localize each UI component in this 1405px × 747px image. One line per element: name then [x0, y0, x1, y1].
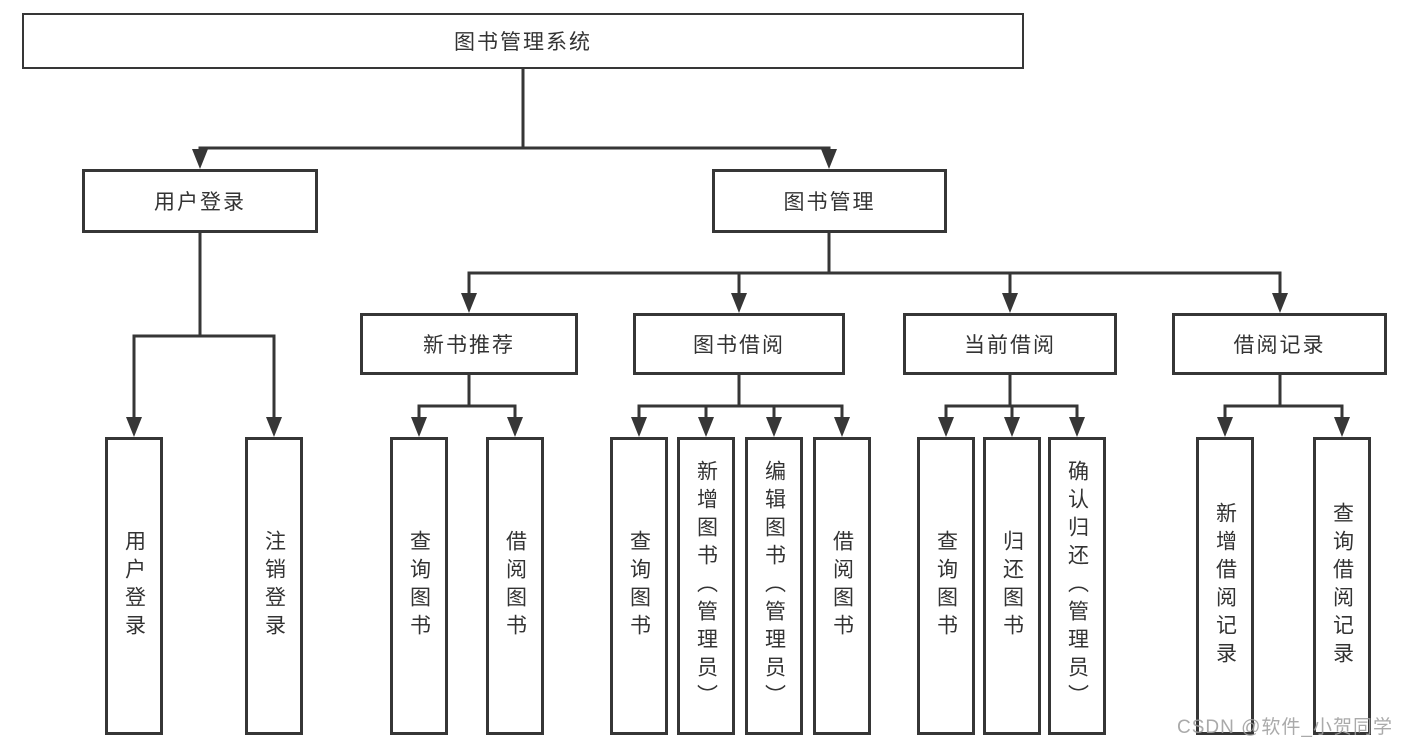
node-label: 查询借阅记录 — [1330, 502, 1354, 670]
connector-borrow-records-children — [1217, 375, 1350, 437]
node-label: 归还图书 — [1000, 530, 1024, 642]
node-label: 图书管理系统 — [454, 31, 592, 54]
node-leaf-query-borrow-record: 查询借阅记录 — [1313, 437, 1371, 735]
connector-user-login-children — [126, 233, 282, 437]
node-leaf-add-borrow-record: 新增借阅记录 — [1196, 437, 1254, 735]
node-leaf-query-books-2: 查询图书 — [610, 437, 668, 735]
node-leaf-query-books-1: 查询图书 — [390, 437, 448, 735]
node-leaf-confirm-return-admin: 确认归还（管理员） — [1048, 437, 1106, 735]
node-label: 新书推荐 — [423, 334, 515, 357]
node-leaf-query-books-3: 查询图书 — [917, 437, 975, 735]
node-book-management: 图书管理 — [712, 169, 947, 233]
node-label: 用户登录 — [122, 530, 146, 642]
node-leaf-add-books-admin: 新增图书（管理员） — [677, 437, 735, 735]
node-leaf-logout: 注销登录 — [245, 437, 303, 735]
connector-book-borrow-children — [631, 375, 850, 437]
node-book-borrowing: 图书借阅 — [633, 313, 845, 375]
node-library-management-system: 图书管理系统 — [22, 13, 1024, 69]
node-label: 当前借阅 — [964, 334, 1056, 357]
node-label: 查询图书 — [627, 530, 651, 642]
node-leaf-edit-books-admin: 编辑图书（管理员） — [745, 437, 803, 735]
node-label: 注销登录 — [262, 530, 286, 642]
node-current-borrowing: 当前借阅 — [903, 313, 1117, 375]
node-user-login: 用户登录 — [82, 169, 318, 233]
connector-root-to-level1 — [192, 69, 837, 169]
node-label: 借阅图书 — [503, 530, 527, 642]
node-leaf-borrow-books-1: 借阅图书 — [486, 437, 544, 735]
connector-new-book-rec-children — [411, 375, 523, 437]
node-label: 新增图书（管理员） — [694, 460, 718, 712]
node-label: 新增借阅记录 — [1213, 502, 1237, 670]
node-label: 图书管理 — [783, 191, 876, 214]
node-label: 确认归还（管理员） — [1065, 460, 1089, 712]
node-label: 查询图书 — [407, 530, 431, 642]
node-borrowing-records: 借阅记录 — [1172, 313, 1387, 375]
node-leaf-return-books: 归还图书 — [983, 437, 1041, 735]
node-label: 借阅记录 — [1233, 334, 1326, 357]
watermark: CSDN @软件_小贺同学 — [1177, 717, 1393, 738]
node-label: 图书借阅 — [693, 334, 785, 357]
node-leaf-borrow-books-2: 借阅图书 — [813, 437, 871, 735]
connector-current-borrow-children — [938, 375, 1085, 437]
node-label: 查询图书 — [934, 530, 958, 642]
node-label: 借阅图书 — [830, 530, 854, 642]
connector-book-mgmt-to-level2 — [461, 233, 1288, 313]
node-new-book-recommend: 新书推荐 — [360, 313, 578, 375]
node-label: 用户登录 — [154, 191, 246, 214]
node-label: 编辑图书（管理员） — [762, 460, 786, 712]
node-leaf-user-login: 用户登录 — [105, 437, 163, 735]
